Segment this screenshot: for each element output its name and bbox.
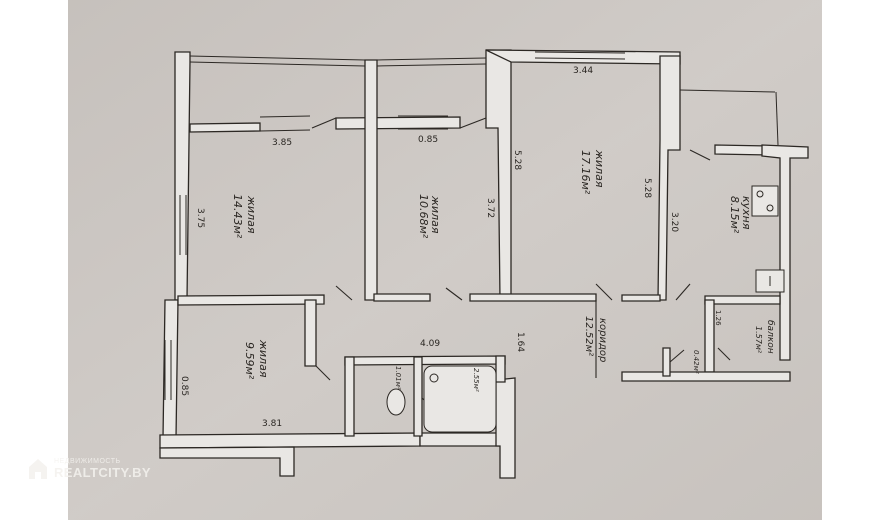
wall-bath-top [344, 355, 506, 366]
corridor-area: 12.52м² [583, 316, 594, 356]
wall-room2-bottom [373, 293, 431, 302]
plan-fixtures [386, 185, 785, 433]
balcony-name: балкон [765, 320, 775, 354]
wall-bottom-step [159, 446, 295, 477]
toilet-icon [386, 388, 406, 416]
wall-bath-right [495, 355, 506, 383]
corridor-name: коридор [597, 318, 608, 362]
wall-closet-left [704, 299, 715, 373]
wall-wc-left [344, 356, 355, 437]
dim-bottom-width: 4.09 [420, 339, 440, 349]
watermark-top: НЕДВИЖИМОСТЬ [54, 458, 121, 465]
dim-room3-depth-right: 5.28 [642, 178, 652, 198]
room1-area: 14.43м² [231, 194, 244, 239]
dim-hall-width: 0.85 [418, 135, 438, 145]
dim-room4-width: 3.81 [262, 419, 282, 429]
wall-kitchen-right [761, 144, 809, 361]
room4-area: 9.59м² [243, 342, 256, 380]
wc-area: 1.01м² [394, 366, 402, 390]
wall-room4-right [304, 299, 317, 367]
dim-room2-depth: 3.72 [485, 198, 495, 218]
dim-top-right-width: 3.44 [573, 66, 593, 76]
wall-bottom-left [159, 432, 421, 449]
wall-top-room2 [335, 116, 461, 130]
plan-windows [164, 51, 779, 400]
wall-closet-small [662, 347, 671, 377]
dim-kitchen-depth: 3.20 [669, 212, 679, 232]
bath-area: 2.55м² [472, 368, 480, 392]
room1-name: жилая [245, 195, 258, 234]
wall-room3-bottom-right [621, 294, 661, 302]
stove-icon [751, 185, 779, 217]
balcony-area: 1.57м² [754, 326, 763, 354]
kitchen-area: 8.15м² [728, 196, 741, 234]
room2-name: жилая [429, 195, 442, 234]
wall-kitchen-bottom [704, 295, 781, 305]
closet-area: 0.42м² [692, 350, 700, 374]
wall-bottom-bath [419, 432, 506, 447]
wall-partition-1-2 [364, 59, 378, 301]
room4-name: жилая [257, 339, 270, 378]
room3-name: жилая [593, 149, 606, 188]
dim-room4-depth: 0.85 [179, 376, 189, 396]
room2-area: 10.68м² [417, 194, 430, 239]
wall-corridor-bottom [621, 371, 791, 382]
plan-walls [159, 49, 809, 479]
wall-wc-bath [413, 356, 423, 437]
dim-corridor-width: 1.64 [515, 332, 525, 352]
wall-room3-right [657, 55, 681, 301]
dim-closet-width: 1.26 [714, 310, 722, 326]
watermark-text: НЕДВИЖИМОСТЬ REALTCITY.BY [54, 458, 151, 480]
dim-room1-width: 3.85 [272, 138, 292, 148]
plan-doors [311, 117, 731, 413]
realtcity-watermark: НЕДВИЖИМОСТЬ REALTCITY.BY [28, 458, 151, 480]
wall-bottom-right-leg [495, 377, 516, 479]
wall-room3-bottom [469, 293, 597, 302]
kitchen-name: кухня [740, 196, 753, 230]
wall-left-upper [174, 51, 191, 301]
watermark-main: REALTCITY.BY [54, 465, 152, 480]
wall-top-room1 [189, 122, 261, 133]
room3-area: 17.16м² [579, 150, 592, 195]
dim-room3-depth-left: 5.28 [512, 150, 522, 170]
house-icon [29, 459, 47, 479]
dim-room1-depth: 3.75 [195, 208, 205, 228]
bathtub-icon [423, 365, 497, 433]
wall-room1-bottom [177, 294, 325, 306]
